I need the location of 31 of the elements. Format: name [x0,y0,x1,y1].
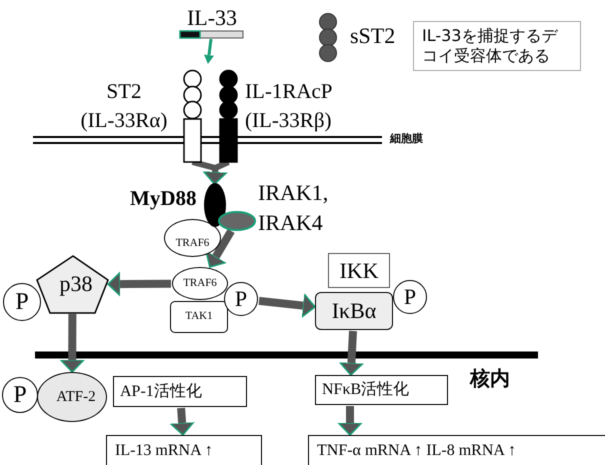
phosphate-circle: P [2,377,38,413]
arrow [204,38,214,64]
protein-ellipse: TRAF6 [164,219,221,257]
arrow [205,228,235,268]
protein-label: IRAK1, IRAK4 [258,179,330,237]
protein-box: IκBα [315,292,393,330]
arrow [60,314,84,373]
protein-label: p38 [58,270,94,298]
protein-ellipse: ATF-2 [37,372,107,422]
result-box: NFκB活性化 [315,375,448,405]
note-box: IL-33を捕捉するデコイ受容体である [413,21,581,71]
arrow [339,330,364,376]
arrow [170,408,194,436]
phosphate-circle: P [3,283,41,321]
protein-label: IL-1RAcP (IL-33Rβ) [245,78,333,134]
result-box: AP-1活性化 [113,376,247,407]
protein-label: ST2 (IL-33Rα) [80,78,168,134]
result-box: IL-13 mRNA ↑ [106,435,262,465]
protein-box: TAK1 [170,301,228,333]
region-label: 細胞膜 [390,131,423,146]
arrow [258,293,316,318]
phosphate-circle: P [224,282,258,316]
protein-ellipse: TRAF6 [172,267,228,300]
phosphate-circle: P [393,280,427,314]
protein-label: sST2 [350,22,396,50]
result-box: TNF-α mRNA ↑ IL-8 mRNA ↑ [308,435,605,465]
arrow [107,272,172,296]
protein-box: IKK [328,253,390,288]
arrow [338,406,362,436]
region-label: 核内 [470,365,510,392]
protein-label: IL-33 [186,4,238,32]
